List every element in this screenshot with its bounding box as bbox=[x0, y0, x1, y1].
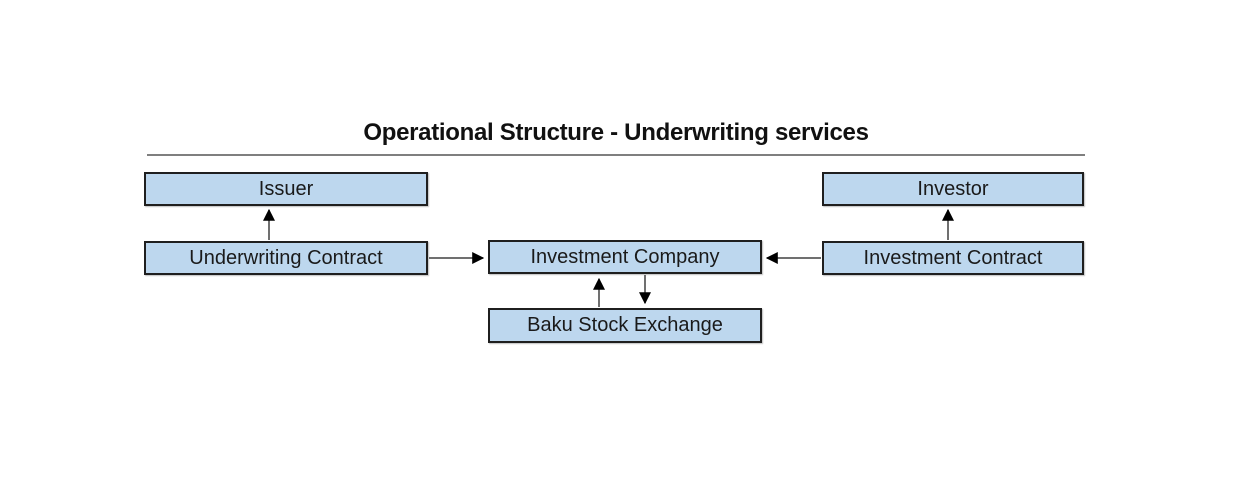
node-underwriting-contract: Underwriting Contract bbox=[144, 241, 428, 275]
node-investment-contract: Investment Contract bbox=[822, 241, 1084, 275]
node-investor: Investor bbox=[822, 172, 1084, 206]
node-issuer: Issuer bbox=[144, 172, 428, 206]
node-investment-company: Investment Company bbox=[488, 240, 762, 274]
diagram-title: Operational Structure - Underwriting ser… bbox=[363, 119, 869, 146]
node-baku-stock-exchange: Baku Stock Exchange bbox=[488, 308, 762, 343]
title-underline-rule bbox=[147, 154, 1085, 156]
